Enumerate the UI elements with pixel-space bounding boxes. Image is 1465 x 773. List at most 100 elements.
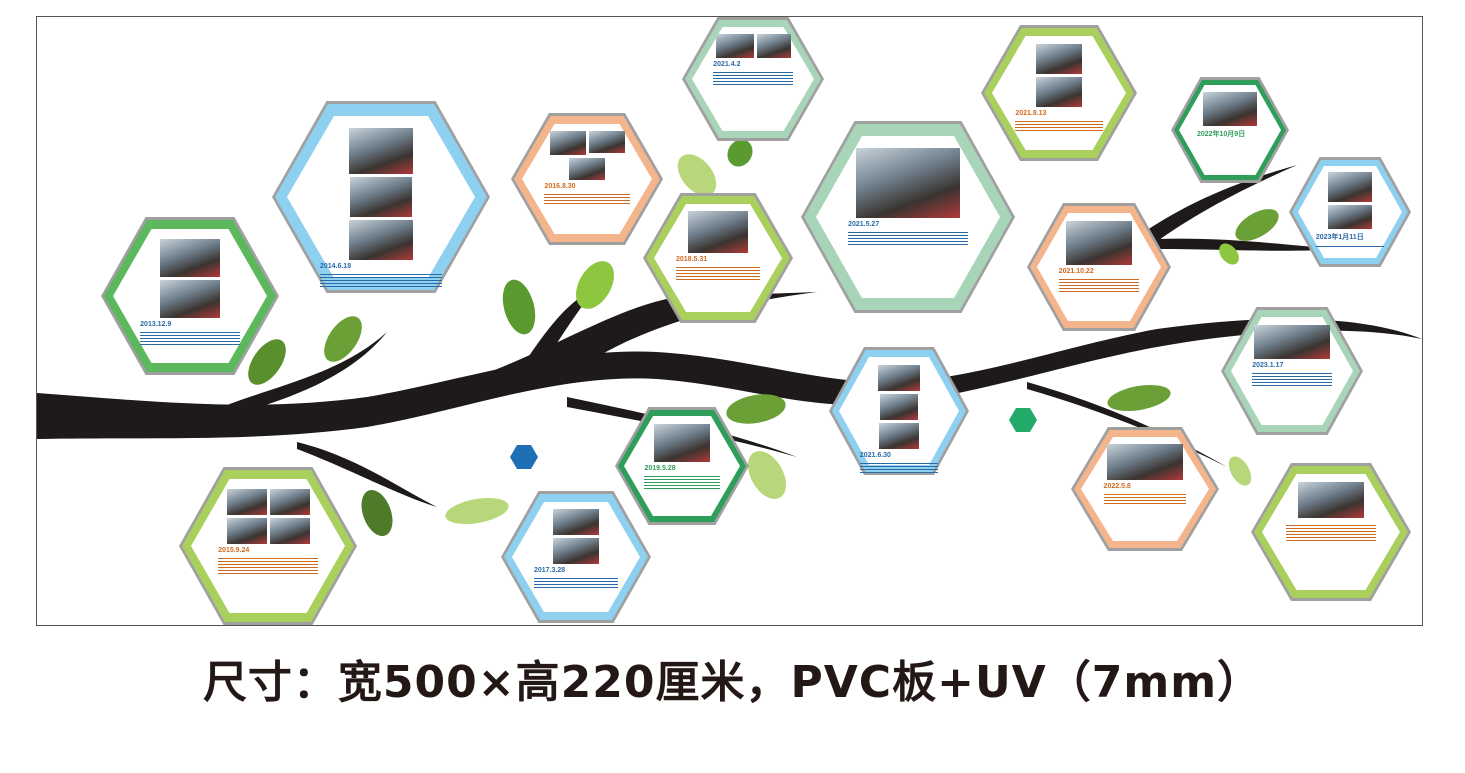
text-line <box>848 237 968 239</box>
text-line <box>1058 290 1140 292</box>
text-line <box>676 276 760 278</box>
text-placeholder-lines <box>1103 492 1187 506</box>
photo-group <box>320 127 442 260</box>
leaf <box>1228 456 1252 486</box>
text-placeholder-lines <box>676 265 760 282</box>
text-line <box>1252 381 1332 383</box>
hex-content: 2021.6.30 <box>859 364 939 473</box>
text-line <box>319 279 443 281</box>
event-photo <box>226 489 267 516</box>
branch-left-up <box>207 332 387 417</box>
text-line <box>1286 537 1376 539</box>
event-date: 2021.4.2 <box>713 61 741 69</box>
text-line <box>713 81 793 83</box>
text-line <box>1103 503 1187 505</box>
event-photo <box>878 364 920 391</box>
text-line <box>713 72 793 74</box>
hex-2021-5-27: 2021.5.27 <box>801 121 1015 313</box>
hex-2013-12-9: 2013.12.9 <box>101 217 279 375</box>
event-date: 2021.5.27 <box>848 220 880 228</box>
text-line <box>1103 500 1187 502</box>
text-line <box>140 338 240 340</box>
hex-content: 2015.9.24 <box>218 489 318 606</box>
text-line <box>544 203 630 205</box>
text-line <box>534 578 618 580</box>
text-line <box>218 561 318 563</box>
event-photo <box>1036 77 1082 108</box>
event-date: 2016.8.30 <box>544 183 576 191</box>
hex-content: 2022年10月9日 <box>1196 91 1263 170</box>
photo-group <box>140 239 240 319</box>
event-photo <box>350 176 412 217</box>
text-line <box>859 468 939 470</box>
event-photo <box>226 518 267 545</box>
event-date: 2022年10月9日 <box>1196 130 1246 138</box>
event-photo <box>856 147 960 218</box>
text-line <box>1286 525 1376 527</box>
leaf <box>248 339 286 385</box>
hex-2023-1-11: 2023年1月11日 <box>1289 157 1411 267</box>
text-placeholder-lines <box>544 192 630 206</box>
photo-group <box>1059 220 1140 265</box>
hex-2017-3-28: 2017.3.28 <box>501 491 651 623</box>
hex-content: 2022.5.8 <box>1103 444 1187 536</box>
photo-group <box>1197 91 1263 126</box>
text-placeholder-lines <box>1252 371 1332 388</box>
event-photo <box>269 489 310 516</box>
text-line <box>544 197 630 199</box>
event-photo <box>688 211 748 254</box>
branch-mid-up <box>477 292 817 389</box>
event-date: 2019.5.28 <box>644 464 676 472</box>
text-line <box>218 564 318 566</box>
event-date: 2013.12.9 <box>140 321 172 329</box>
leaf <box>727 139 753 167</box>
leaf <box>677 154 717 196</box>
text-line <box>676 267 760 269</box>
text-line <box>1286 531 1376 533</box>
text-line <box>319 273 443 275</box>
photo-group <box>1015 44 1102 108</box>
text-line <box>1252 378 1332 380</box>
text-placeholder-lines <box>1315 244 1385 249</box>
text-line <box>218 570 318 572</box>
hex-content: 2021.4.2 <box>713 34 793 126</box>
hex-2015-9-24: 2015.9.24 <box>179 467 357 625</box>
text-line <box>319 282 443 284</box>
text-line <box>218 567 318 569</box>
text-line <box>1058 284 1140 286</box>
text-line <box>848 240 968 242</box>
event-photo <box>349 127 413 174</box>
text-line <box>713 78 793 80</box>
text-line <box>644 484 720 486</box>
event-photo <box>879 422 919 449</box>
branch-low-right <box>1027 382 1227 467</box>
hex-content: 2016.8.30 <box>544 131 630 229</box>
hex-2022-10-9: 2022年10月9日 <box>1171 77 1289 183</box>
small-hex-green <box>1009 408 1037 432</box>
photo-group <box>713 34 793 59</box>
leaf <box>324 316 362 362</box>
hex-2021-6-30: 2021.6.30 <box>829 347 969 475</box>
branch-mid-up-2 <box>507 287 597 389</box>
text-line <box>859 471 939 473</box>
text-placeholder-lines <box>140 330 240 347</box>
text-line <box>676 273 760 275</box>
leaf <box>576 261 614 309</box>
event-photo <box>1036 44 1082 75</box>
text-placeholder-lines <box>1058 277 1140 294</box>
hex-2022-5-8: 2022.5.8 <box>1071 427 1219 551</box>
text-line <box>1103 494 1187 496</box>
text-line <box>544 200 630 202</box>
text-line <box>1015 130 1103 132</box>
hex-content <box>1286 482 1376 584</box>
text-placeholder-lines <box>848 230 968 247</box>
event-photo <box>160 280 220 319</box>
event-date: 2018.5.31 <box>676 256 708 264</box>
event-photo <box>756 34 791 59</box>
event-date: 2015.9.24 <box>218 547 250 555</box>
text-line <box>534 587 618 589</box>
event-photo <box>588 131 625 154</box>
text-placeholder-lines <box>1015 119 1103 133</box>
hex-2021-4-2: 2021.4.2 <box>682 17 824 141</box>
event-photo <box>880 393 918 420</box>
